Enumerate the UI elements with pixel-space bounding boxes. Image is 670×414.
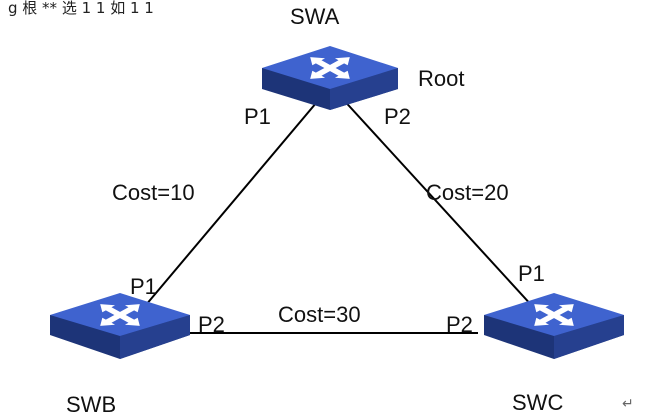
link-swa-swb [139, 95, 323, 313]
port-swc-p2-label: P2 [446, 312, 473, 337]
switch-swc-icon [484, 293, 624, 359]
port-swb-p2-label: P2 [198, 312, 225, 337]
switch-swa-label: SWA [290, 4, 340, 29]
paragraph-mark: ↵ [622, 396, 634, 412]
switch-swb-icon [50, 293, 190, 359]
switch-swc-label: SWC [512, 390, 563, 414]
link-swa-swc [339, 95, 535, 309]
port-swa-p1-label: P1 [244, 104, 271, 129]
cost-swa-swc-label: Cost=20 [426, 180, 509, 205]
port-swa-p2-label: P2 [384, 104, 411, 129]
switch-swb-label: SWB [66, 392, 116, 414]
switch-swa-icon [262, 46, 398, 110]
cost-swa-swb-label: Cost=10 [112, 180, 195, 205]
cost-swb-swc-label: Cost=30 [278, 302, 361, 327]
page-header-fragment: g 根 ** 选 1 1 如 1 1 [8, 0, 154, 17]
port-swc-p1-label: P1 [518, 261, 545, 286]
port-swb-p1-label: P1 [130, 274, 157, 299]
root-label: Root [418, 66, 464, 91]
